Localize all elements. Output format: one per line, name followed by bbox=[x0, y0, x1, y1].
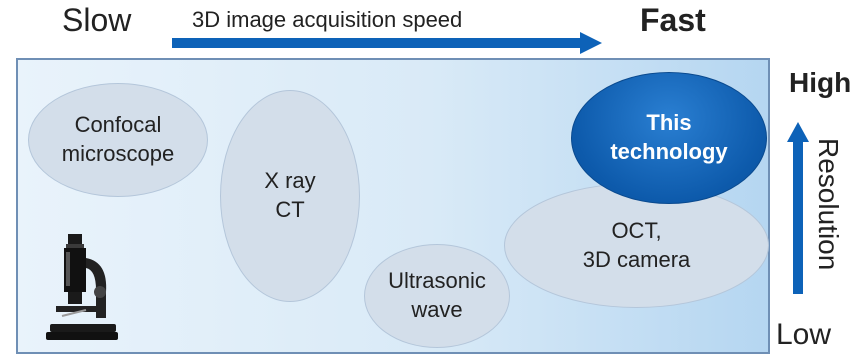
oct-3d-camera-ellipse: OCT, 3D camera bbox=[504, 183, 769, 308]
this-technology-ellipse: This technology bbox=[571, 72, 767, 204]
resolution-axis-title: Resolution bbox=[813, 138, 844, 271]
resolution-arrow bbox=[787, 122, 809, 294]
slow-label: Slow bbox=[62, 2, 132, 38]
this-technology-label: This technology bbox=[610, 110, 728, 164]
xray-ct-ellipse: X ray CT bbox=[220, 90, 360, 302]
ultrasonic-label: Ultrasonic wave bbox=[388, 268, 486, 322]
low-resolution-label: Low bbox=[776, 318, 832, 351]
confocal-microscope-ellipse: Confocal microscope bbox=[28, 83, 208, 197]
speed-arrow bbox=[172, 32, 602, 54]
ultrasonic-wave-ellipse: Ultrasonic wave bbox=[364, 244, 510, 348]
xray-label: X ray CT bbox=[264, 168, 316, 222]
fast-label: Fast bbox=[640, 2, 706, 38]
microscope-icon bbox=[46, 234, 118, 340]
speed-axis-label: 3D image acquisition speed bbox=[192, 7, 463, 32]
confocal-label: Confocal microscope bbox=[61, 112, 175, 166]
oct-label: OCT, 3D camera bbox=[582, 217, 691, 272]
high-resolution-label: High bbox=[789, 67, 852, 98]
